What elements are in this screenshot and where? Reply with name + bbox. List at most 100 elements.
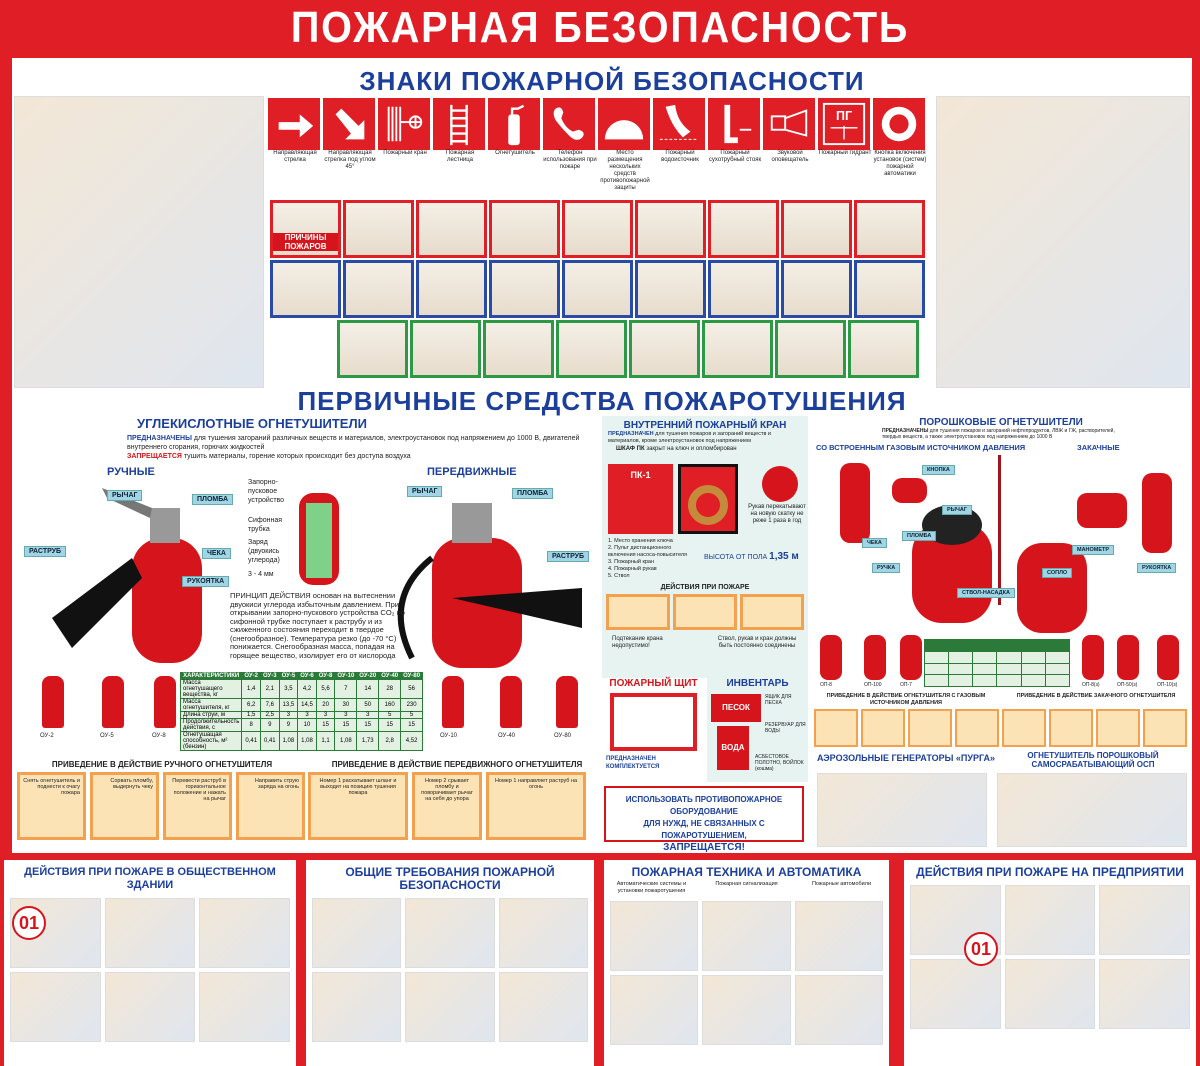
panel-title: ДЕЙСТВИЯ ПРИ ПОЖАРЕ НА ПРЕДПРИЯТИИ — [916, 865, 1184, 879]
co2-heading: УГЛЕКИСЛОТНЫЕ ОГНЕТУШИТЕЛИ — [137, 416, 367, 431]
model-label: ОП-8(з) — [1082, 682, 1100, 688]
step-text: Снять огнетушитель и поднести к очагу по… — [23, 778, 80, 796]
sign-label: Пожарный водоисточник — [661, 150, 699, 163]
primary-heading: ПЕРВИЧНЫЕ СРЕДСТВА ПОЖАРОТУШЕНИЯ — [297, 386, 907, 416]
safety-sign: Направляющая стрелка — [268, 98, 322, 192]
situation-tile — [781, 260, 852, 318]
cabinet-label: ШКАФ ПК — [616, 446, 645, 452]
table-cell: 0,41 — [241, 731, 261, 751]
step-text: Направить струю заряда на огонь — [254, 778, 299, 790]
mobile-step: Номер 1 раскатывает шланг и выходит на п… — [308, 772, 408, 840]
part-seal: ПЛОМБА — [192, 494, 234, 505]
blanket-note: АСБЕСТОВОЕ ПОЛОТНО, ВОЙЛОК (кошма) — [755, 754, 804, 772]
powder-step — [1096, 709, 1140, 747]
extinguisher-icon — [488, 98, 540, 150]
pumped-heading: ЗАКАЧНЫЕ — [1077, 443, 1120, 452]
steps-gas-heading: ПРИВЕДЕНИЕ В ДЕЙСТВИЕ ОГНЕТУШИТЕЛЯ С ГАЗ… — [826, 693, 986, 706]
powder-part-label: ЧЕКА — [862, 538, 887, 548]
situation-tile — [702, 320, 773, 378]
table-cell: 13,5 — [278, 698, 299, 712]
situation-tile — [854, 260, 925, 318]
fire-causes-label: ПРИЧИНЫ ПОЖАРОВ — [273, 233, 338, 251]
table-header: ОУ-2 — [241, 672, 261, 680]
svg-text:ПГ: ПГ — [836, 109, 852, 123]
powder-extinguishers-illustration — [840, 463, 1172, 633]
cabinet-note: закрыт на ключ и опломбирован — [646, 446, 737, 452]
table-cell: 3 — [278, 711, 299, 719]
table-cell: 1,1 — [315, 731, 336, 751]
table-cell: 9 — [260, 718, 280, 732]
powder-extinguisher — [1157, 635, 1179, 680]
table-cell: 7,6 — [260, 698, 280, 712]
osp-illustration — [997, 773, 1187, 847]
table-cell: 3 — [297, 711, 317, 719]
cabinet-code: ПК-1 — [630, 470, 651, 480]
hydrant-purpose-label: ПРЕДНАЗНАЧЕН — [608, 431, 654, 437]
step-text: Номер 1 направляет раструб на огонь — [494, 778, 578, 790]
sign-label: Место размещения нескольких средств прот… — [600, 150, 650, 191]
panel-illustration — [610, 975, 699, 1045]
extinguisher-model — [102, 676, 124, 728]
powder-step — [955, 709, 999, 747]
situation-tile — [416, 200, 487, 258]
situation-tile — [410, 320, 481, 378]
extinguisher-model — [500, 676, 522, 728]
sign-label: Огнетушитель — [495, 150, 535, 156]
part-lever: РЫЧАГ — [107, 490, 143, 501]
situation-tile — [775, 320, 846, 378]
height-value: 1,35 м — [769, 551, 799, 562]
powder-steps — [814, 709, 1187, 747]
powder-extinguisher — [820, 635, 842, 680]
table-cell: 3 — [334, 711, 358, 719]
phone-icon — [543, 98, 595, 150]
safety-sign: Место размещения нескольких средств прот… — [598, 98, 652, 192]
situation-tile — [489, 200, 560, 258]
powder-part-label: ПЛОМБА — [902, 531, 937, 541]
model-label: ОП-10(з) — [1157, 682, 1178, 688]
table-cell: Огнетушащая способность, м² (бензин) — [179, 731, 243, 751]
co2-forbidden-text: тушить материалы, горение которых происх… — [183, 453, 411, 460]
panel-illustration — [794, 901, 883, 971]
shield-kit-label: КОМПЛЕКТУЕТСЯ — [606, 764, 660, 770]
hose-reel — [762, 466, 798, 502]
misuse-warning: ИСПОЛЬЗОВАТЬ ПРОТИВОПОЖАРНОЕ ОБОРУДОВАНИ… — [604, 786, 804, 853]
table-header: ОУ-6 — [297, 672, 317, 680]
table-header: ОУ-20 — [356, 672, 380, 680]
model-label: ОУ-10 — [440, 733, 458, 739]
panel-illustrations — [306, 892, 594, 1048]
table-header: ОУ-80 — [400, 672, 424, 680]
manual-extinguisher-illustration — [52, 488, 202, 663]
powder-step — [814, 709, 858, 747]
steps-pumped-heading: ПРИВЕДЕНИЕ В ДЕЙСТВИЕ ЗАКАЧНОГО ОГНЕТУШИ… — [1016, 693, 1176, 699]
mobile-part-horn: РАСТРУБ — [547, 551, 590, 562]
table-cell: 3 — [315, 711, 336, 719]
panel-illustration — [702, 975, 791, 1045]
dry-pipe-icon — [708, 98, 760, 150]
table-cell: Масса огнетушителя, кг — [179, 698, 243, 712]
shield-heading: ПОЖАРНЫЙ ЩИТ — [609, 678, 698, 689]
cutaway-charge: Заряд (двуокись углерода) — [248, 539, 280, 564]
panel-illustration — [702, 901, 791, 971]
table-cell: 28 — [378, 679, 402, 699]
situation-tile — [337, 320, 408, 378]
table-cell: 0,41 — [260, 731, 280, 751]
panel-illustrations — [604, 895, 889, 1051]
horn-icon — [763, 98, 815, 150]
manual-step: Перевести раструб в горизонтальное полож… — [163, 772, 232, 840]
situation-tile: ПРИЧИНЫ ПОЖАРОВ — [270, 200, 341, 258]
table-cell: 160 — [378, 698, 402, 712]
situation-tiles: ПРИЧИНЫ ПОЖАРОВ — [270, 200, 930, 380]
extinguisher-model — [442, 676, 464, 728]
panel-illustration — [405, 898, 495, 968]
hose-note: Рукав перекатывают на новую скатку не ре… — [748, 504, 806, 524]
part-pin: ЧЕКА — [202, 548, 231, 559]
mobile-part-seal: ПЛОМБА — [512, 488, 554, 499]
warning-line-3: ЗАПРЕЩАЕТСЯ! — [663, 842, 745, 853]
table-cell: 56 — [400, 679, 424, 699]
table-cell: 50 — [356, 698, 380, 712]
panel-subheading: Пожарные автомобили — [811, 881, 872, 887]
panel-illustration — [104, 972, 196, 1042]
